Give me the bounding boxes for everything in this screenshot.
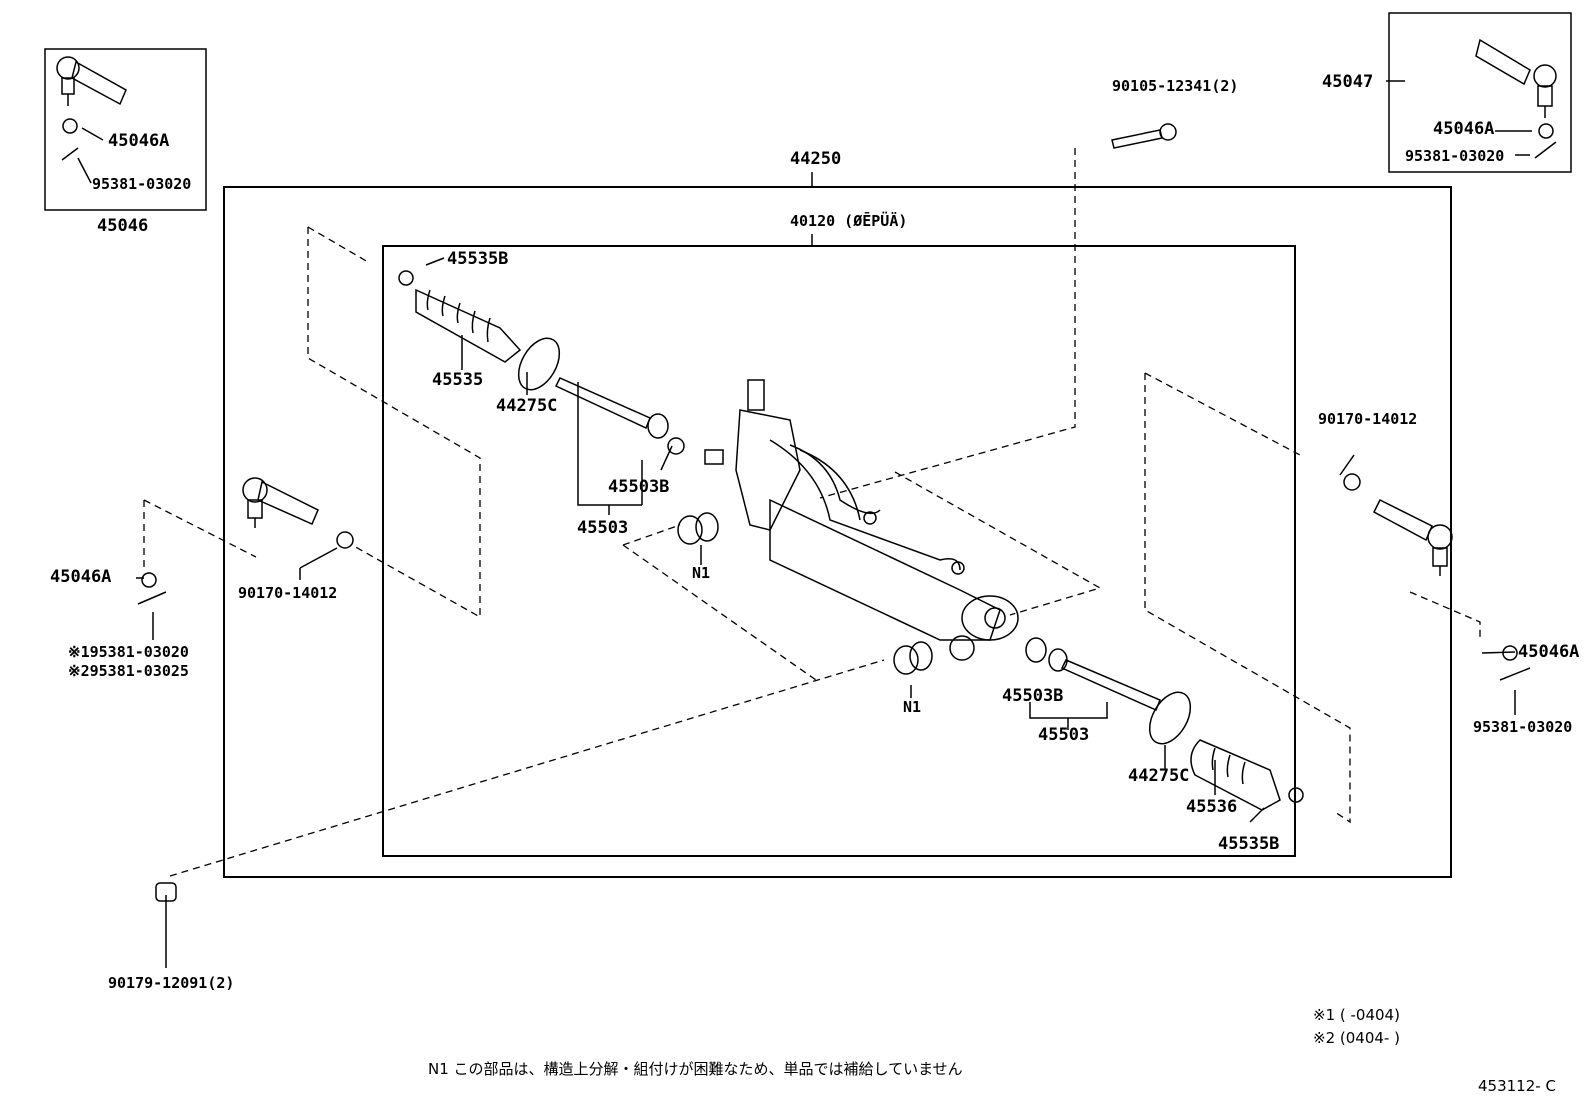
tie-rod-end-right	[1343, 473, 1531, 681]
label-left-inset-part: 45046	[97, 216, 149, 236]
label-boot-clamp-left: 45535B	[447, 249, 509, 269]
bushing-n1-lower	[893, 641, 933, 675]
nut-bottom	[155, 882, 177, 902]
right-inset-box	[1388, 12, 1572, 173]
label-rod-right: 45503	[1038, 725, 1090, 745]
left-inset-box	[44, 48, 207, 211]
label-right-inset-nut: 45046A	[1433, 119, 1495, 139]
label-sub-assembly: 40120 (ØĒPÜÄ)	[790, 212, 908, 230]
label-left-inset-nut: 45046A	[108, 131, 170, 151]
tie-rod-end-left-inset	[56, 56, 127, 161]
label-right-pin: 95381-03020	[1473, 718, 1573, 736]
label-boot-clamp-right: 45535B	[1218, 834, 1280, 854]
inner-rod-left	[554, 377, 685, 455]
label-boot-right: 45536	[1186, 797, 1238, 817]
rack-housing	[704, 379, 1019, 661]
label-bolt-top: 90105-12341(2)	[1112, 77, 1239, 95]
boot-right	[1148, 691, 1304, 811]
tie-rod-end-right-inset	[1475, 38, 1557, 159]
label-left-pin-1: ※195381-03020	[68, 643, 189, 661]
label-right-end-nut: 90170-14012	[1318, 410, 1418, 428]
label-n1-lower: N1	[903, 698, 922, 716]
note-1: ※1 ( -0404)	[1313, 1006, 1400, 1024]
label-washer-right: 45503B	[1002, 686, 1064, 706]
sub-assembly-box	[382, 245, 1296, 857]
label-boot-left: 45535	[432, 370, 484, 390]
tie-rod-end-left	[137, 477, 354, 605]
inner-rod-right	[1025, 637, 1161, 712]
note-n1: N1 この部品は、構造上分解・組付けが困難なため、単品では補給していません	[428, 1060, 963, 1078]
label-ring-left: 44275C	[496, 396, 558, 416]
bushing-n1-upper	[677, 512, 719, 545]
label-left-end-castle: 45046A	[50, 567, 112, 587]
label-bottom-nut: 90179-12091(2)	[108, 974, 235, 992]
label-n1-upper: N1	[692, 564, 711, 582]
label-right-end-castle: 45046A	[1518, 642, 1580, 662]
label-left-pin-2: ※295381-03025	[68, 662, 189, 680]
label-assembly: 44250	[790, 149, 842, 169]
boot-left	[398, 270, 561, 391]
note-2: ※2 (0404- )	[1313, 1029, 1400, 1047]
bolt-top	[1111, 123, 1177, 149]
label-left-inset-pin: 95381-03020	[92, 175, 192, 193]
label-right-inset-pin: 95381-03020	[1405, 147, 1505, 165]
label-right-inset-end: 45047	[1322, 72, 1374, 92]
label-ring-right: 44275C	[1128, 766, 1190, 786]
label-rod-washer-left: 45503B	[608, 477, 670, 497]
drawing-code: 453112- C	[1478, 1077, 1556, 1095]
label-rod-left: 45503	[577, 518, 629, 538]
label-left-end-nut: 90170-14012	[238, 584, 338, 602]
